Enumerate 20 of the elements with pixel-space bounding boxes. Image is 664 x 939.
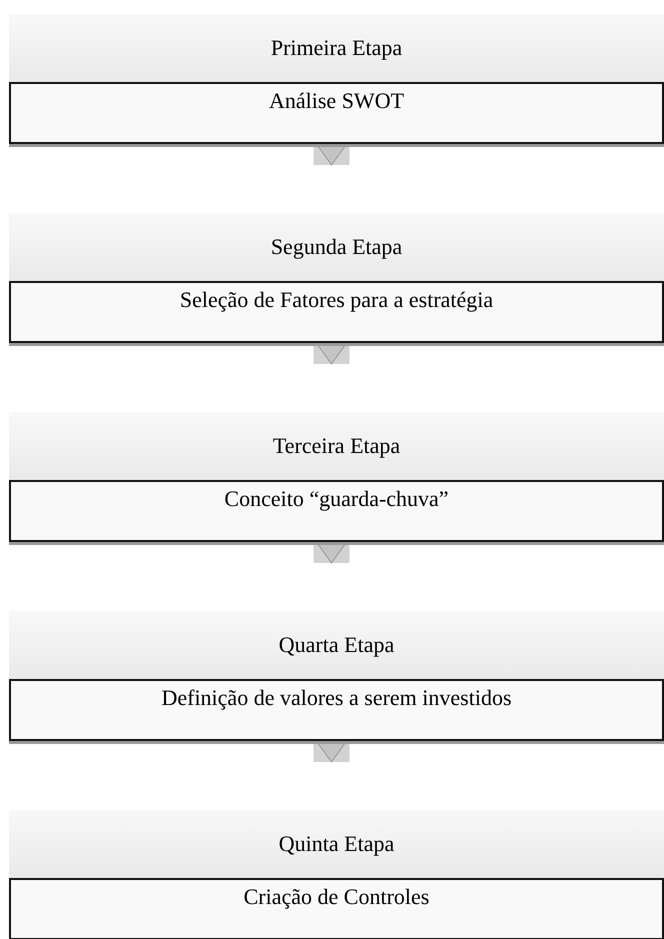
stage-box xyxy=(9,480,664,542)
stage-title: Quarta Etapa xyxy=(278,632,394,658)
stage-header-band xyxy=(9,14,664,82)
stage-description: Análise SWOT xyxy=(268,88,404,114)
stage-header-band xyxy=(9,810,664,878)
stage-description: Conceito “guarda-chuva” xyxy=(224,486,449,512)
stage-description: Criação de Controles xyxy=(244,884,430,910)
stage-title: Quinta Etapa xyxy=(278,831,394,857)
stage-box xyxy=(9,281,664,343)
stage-title: Terceira Etapa xyxy=(272,433,400,459)
stage-box xyxy=(9,82,664,144)
stage-header-band xyxy=(9,213,664,281)
stage-box xyxy=(9,878,664,939)
stage-header-band xyxy=(9,412,664,480)
stage-box xyxy=(9,679,664,741)
stage-description: Seleção de Fatores para a estratégia xyxy=(180,287,494,313)
stage-description: Definição de valores a serem investidos xyxy=(161,685,512,711)
stage-title: Segunda Etapa xyxy=(270,234,402,260)
stage-title: Primeira Etapa xyxy=(270,35,402,61)
stage-header-band xyxy=(9,611,664,679)
